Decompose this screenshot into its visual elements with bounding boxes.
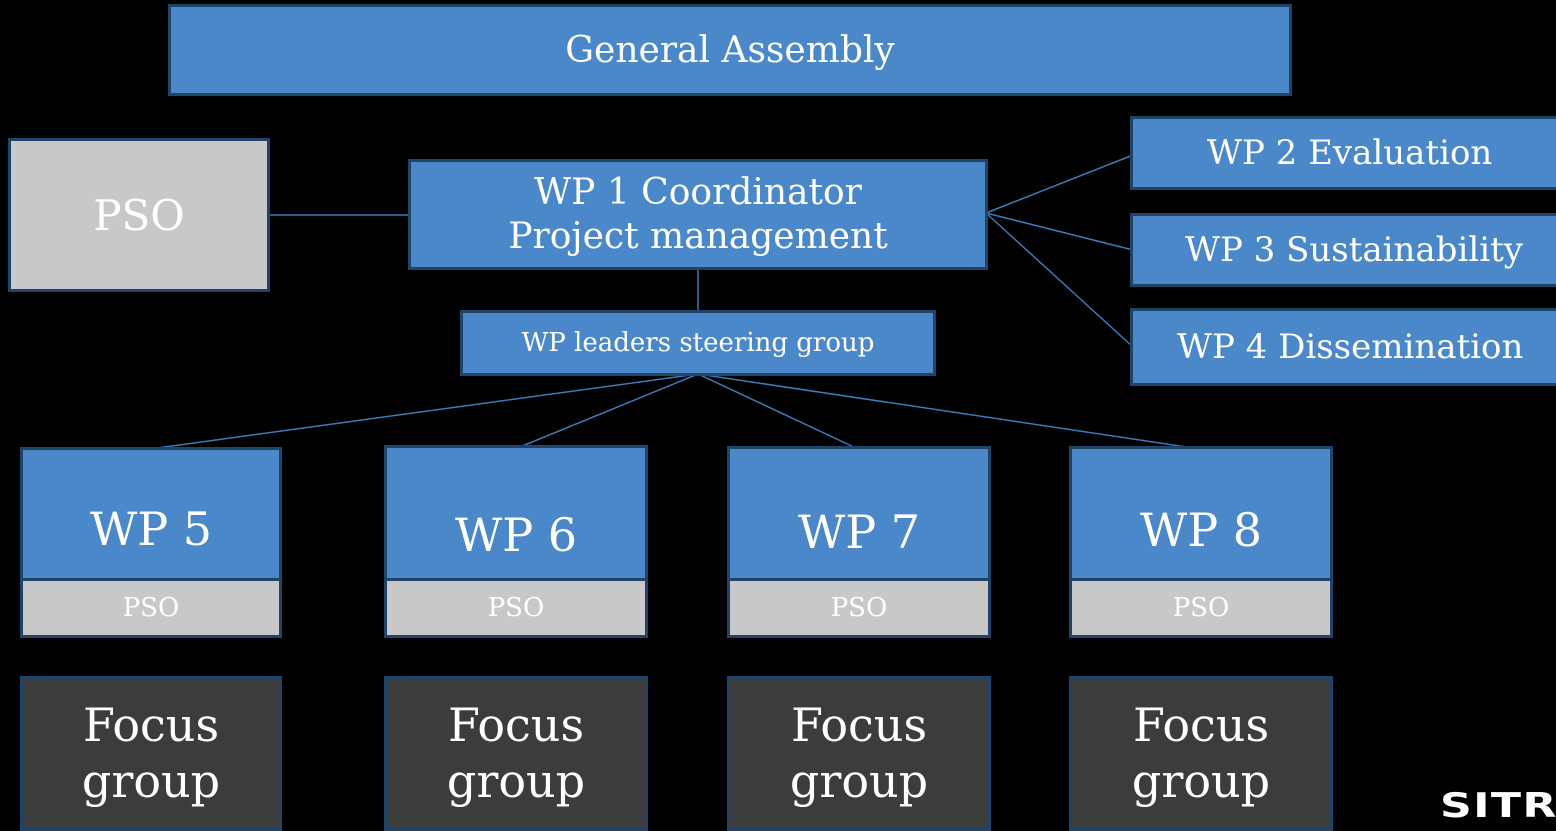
wp7-focus-line2: group xyxy=(789,753,929,808)
coordinator-box: WP 1 Coordinator Project management xyxy=(408,159,988,270)
wp4-dissemination-box: WP 4 Dissemination xyxy=(1130,308,1556,386)
wp3-sustainability-box: WP 3 Sustainability xyxy=(1130,213,1556,287)
connector-coordinator-wp3 xyxy=(985,212,1134,251)
wp6-focus-line2: group xyxy=(446,753,586,808)
connector-steering-wp6 xyxy=(514,373,699,450)
wp8-focus-line1: Focus xyxy=(1132,698,1270,753)
wp5-box: WP 5 xyxy=(20,447,282,581)
wp4-label: WP 4 Dissemination xyxy=(1177,327,1524,367)
connector-steering-wp8 xyxy=(697,373,1201,450)
wp5-focus-line1: Focus xyxy=(82,698,220,753)
connector-steering-wp7 xyxy=(697,373,859,450)
wp7-box: WP 7 xyxy=(727,446,991,581)
wp6-focus-group-box: Focus group xyxy=(384,676,648,831)
wp8-focus-line2: group xyxy=(1131,753,1271,808)
connector-steering-wp5 xyxy=(149,373,699,450)
wp6-pso-box: PSO xyxy=(384,578,648,638)
wp7-focus-line1: Focus xyxy=(790,698,928,753)
wp7-focus-group-box: Focus group xyxy=(727,676,991,831)
wp2-evaluation-box: WP 2 Evaluation xyxy=(1130,116,1556,190)
wp8-focus-group-box: Focus group xyxy=(1069,676,1333,831)
wp5-focus-line2: group xyxy=(81,753,221,808)
wp8-box: WP 8 xyxy=(1069,446,1333,581)
connector-coordinator-wp4 xyxy=(985,212,1134,348)
pso-main-box: PSO xyxy=(8,138,270,292)
wp2-label: WP 2 Evaluation xyxy=(1207,133,1493,173)
wp3-label: WP 3 Sustainability xyxy=(1185,230,1523,270)
wp8-pso-box: PSO xyxy=(1069,578,1333,638)
coordinator-line2: Project management xyxy=(508,215,888,257)
sitra-logo: SITRA xyxy=(1440,786,1556,826)
coordinator-line1: WP 1 Coordinator xyxy=(534,172,862,214)
general-assembly-box: General Assembly xyxy=(168,4,1292,96)
wp6-box: WP 6 xyxy=(384,445,648,581)
wp5-focus-group-box: Focus group xyxy=(20,676,282,831)
wp6-focus-line1: Focus xyxy=(447,698,585,753)
steering-group-box: WP leaders steering group xyxy=(460,310,936,376)
connector-coordinator-wp2 xyxy=(985,154,1134,214)
wp5-pso-box: PSO xyxy=(20,578,282,638)
wp7-pso-box: PSO xyxy=(727,578,991,638)
